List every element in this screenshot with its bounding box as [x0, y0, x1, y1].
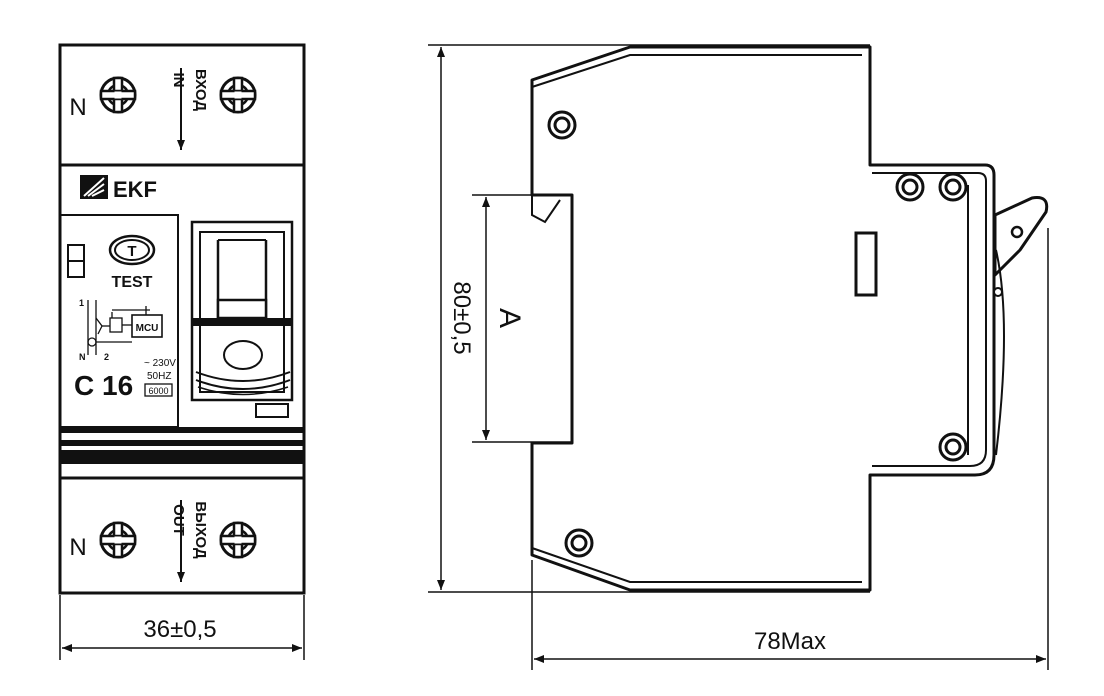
- test-button[interactable]: T: [108, 234, 156, 266]
- side-bottom-ring-icon: [564, 528, 594, 558]
- bottom-label-ru: ВЫХОД: [192, 501, 209, 559]
- schematic-terminal-2: 2: [104, 352, 109, 362]
- schematic-module-label: MCU: [136, 323, 159, 334]
- width-dimension-label: 36±0,5: [143, 616, 216, 643]
- front-view: N ВХОД IN EKF T TEST: [58, 43, 306, 660]
- test-button-label: TEST: [112, 274, 153, 291]
- rail-dimension: A: [472, 194, 572, 443]
- side-body-outline: [530, 45, 996, 592]
- rating-voltage: ~ 230V: [144, 358, 176, 369]
- toggle-handle[interactable]: [190, 220, 294, 402]
- side-right-ring-1-icon: [895, 172, 925, 202]
- wiring-schematic: [87, 300, 163, 355]
- top-left-screw-icon: [99, 76, 137, 114]
- bottom-right-screw-icon: [219, 521, 257, 559]
- depth-dimension-label: 78Max: [754, 628, 826, 655]
- height-dimension-label: 80±0,5: [448, 281, 475, 354]
- height-dimension: 80±0,5: [428, 44, 870, 593]
- top-right-screw-icon: [219, 76, 257, 114]
- side-right-ring-2-icon: [938, 172, 968, 202]
- rating-code: C 16: [74, 370, 133, 401]
- top-terminal-section: N ВХОД IN: [69, 68, 257, 150]
- top-label-en: IN: [170, 73, 187, 88]
- schematic-terminal-n: N: [79, 352, 86, 362]
- bottom-left-screw-icon: [99, 521, 137, 559]
- test-button-symbol: T: [127, 243, 136, 260]
- brand-logo: EKF: [80, 175, 157, 202]
- width-dimension: 36±0,5: [59, 595, 305, 660]
- side-slot: [854, 231, 878, 297]
- rating-breaking-capacity: 6000: [148, 386, 168, 396]
- lockout-slot: [255, 403, 289, 418]
- side-top-ring-icon: [547, 110, 577, 140]
- top-neutral-label: N: [69, 94, 86, 121]
- side-lever[interactable]: [993, 196, 1049, 456]
- top-label-ru: ВХОД: [192, 69, 209, 111]
- brand-name: EKF: [113, 177, 157, 202]
- depth-dimension: 78Max: [531, 228, 1049, 670]
- bottom-terminal-section: N ВЫХОД OUT: [69, 500, 257, 582]
- rail-label: A: [493, 308, 526, 328]
- bottom-label-en: OUT: [170, 504, 187, 536]
- bottom-neutral-label: N: [69, 534, 86, 561]
- side-bottom-right-ring-icon: [938, 432, 968, 462]
- rating-frequency: 50HZ: [147, 371, 171, 382]
- schematic-terminal-1: 1: [79, 298, 84, 308]
- side-view: 80±0,5 A: [428, 44, 1049, 670]
